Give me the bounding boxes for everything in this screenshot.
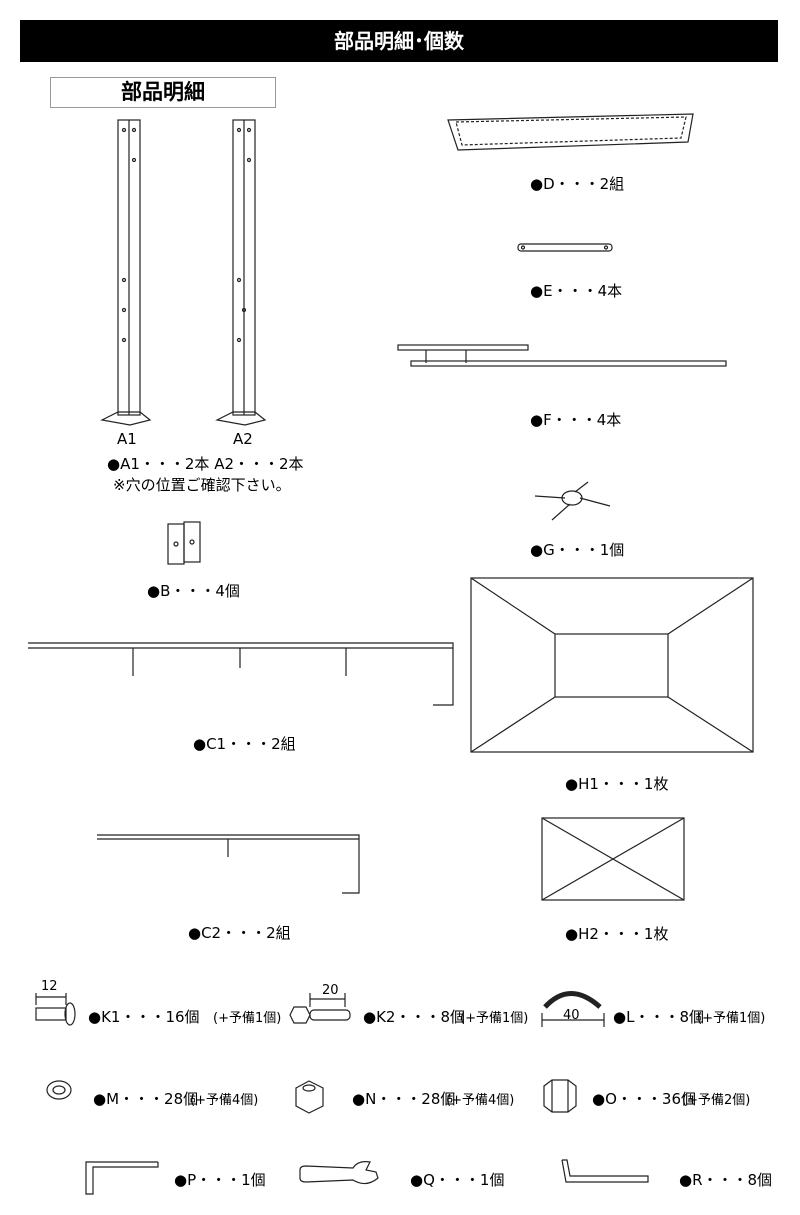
grate-d-drawing bbox=[447, 113, 694, 151]
bar-e-drawing bbox=[517, 243, 613, 252]
a1-tag: A1 bbox=[117, 430, 137, 448]
part-n-label: ●N・・・28個 bbox=[352, 1090, 456, 1108]
bolt-l-drawing bbox=[541, 991, 605, 1027]
part-p-label: ●P・・・1個 bbox=[174, 1171, 266, 1189]
part-a-label: ●A1・・・2本 A2・・・2本 bbox=[107, 455, 304, 473]
part-k1-spare: (+予備1個) bbox=[213, 1011, 282, 1026]
panel-h1-drawing bbox=[470, 577, 754, 753]
rod-f-drawing bbox=[397, 344, 727, 367]
part-d-label: ●D・・・2組 bbox=[530, 175, 625, 193]
frame-c1-drawing bbox=[28, 642, 454, 706]
frame-c2-drawing bbox=[97, 834, 360, 894]
part-o-label: ●O・・・36個 bbox=[592, 1090, 696, 1108]
part-k1-label: ●K1・・・16個 bbox=[88, 1008, 200, 1026]
part-c1-label: ●C1・・・2組 bbox=[193, 735, 296, 753]
hex-key-p-drawing bbox=[85, 1161, 159, 1195]
part-r-label: ●R・・・8個 bbox=[679, 1171, 773, 1189]
washer-m-drawing bbox=[46, 1080, 72, 1100]
nut-n-drawing bbox=[295, 1080, 324, 1114]
part-l-spare: (+予備1個) bbox=[697, 1011, 766, 1026]
part-l-label: ●L・・・8個 bbox=[613, 1008, 704, 1026]
part-m-spare: (+予備4個) bbox=[190, 1093, 259, 1108]
post-a2-drawing bbox=[215, 119, 267, 426]
bolt-k2-drawing bbox=[289, 993, 351, 1024]
cap-nut-o-drawing bbox=[543, 1079, 577, 1113]
a2-tag: A2 bbox=[233, 430, 253, 448]
bracket-b-drawing bbox=[167, 521, 201, 565]
part-n-spare: (+予備4個) bbox=[446, 1093, 515, 1108]
part-o-spare: (+予備2個) bbox=[682, 1093, 751, 1108]
page-header: 部品明細･個数 bbox=[20, 20, 778, 62]
part-m-label: ●M・・・28個 bbox=[93, 1090, 199, 1108]
hex-key-r-drawing bbox=[561, 1159, 649, 1183]
bolt-k1-drawing bbox=[35, 993, 76, 1026]
part-q-label: ●Q・・・1個 bbox=[410, 1171, 505, 1189]
part-g-label: ●G・・・1個 bbox=[530, 541, 625, 559]
bracket-g-drawing bbox=[534, 481, 611, 521]
k2-dimension: 20 bbox=[322, 983, 339, 998]
wrench-q-drawing bbox=[299, 1161, 379, 1185]
panel-h2-drawing bbox=[541, 817, 685, 901]
part-f-label: ●F・・・4本 bbox=[530, 411, 622, 429]
part-k2-label: ●K2・・・8個 bbox=[363, 1008, 466, 1026]
part-b-label: ●B・・・4個 bbox=[147, 582, 240, 600]
part-a-note: ※穴の位置ご確認下さい。 bbox=[113, 476, 291, 494]
section-title: 部品明細 bbox=[50, 77, 276, 108]
part-k2-spare: (+予備1個) bbox=[460, 1011, 529, 1026]
post-a1-drawing bbox=[100, 119, 152, 426]
l-dimension: 40 bbox=[563, 1008, 580, 1023]
k1-dimension: 12 bbox=[41, 979, 58, 994]
part-c2-label: ●C2・・・2組 bbox=[188, 924, 291, 942]
part-e-label: ●E・・・4本 bbox=[530, 282, 623, 300]
part-h1-label: ●H1・・・1枚 bbox=[565, 775, 669, 793]
part-h2-label: ●H2・・・1枚 bbox=[565, 925, 669, 943]
